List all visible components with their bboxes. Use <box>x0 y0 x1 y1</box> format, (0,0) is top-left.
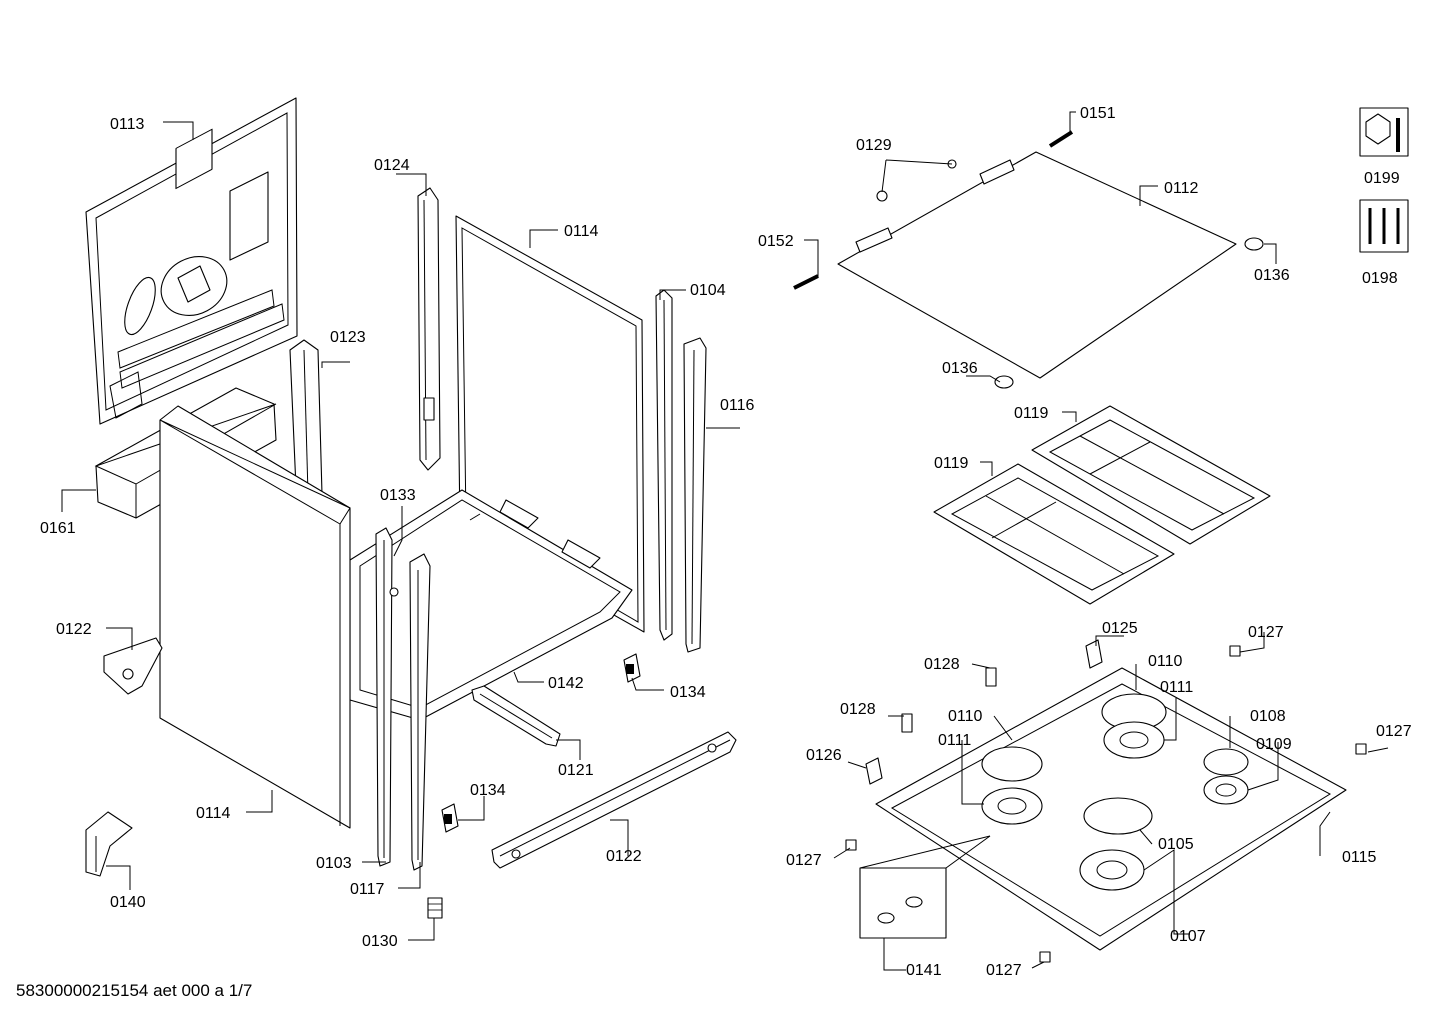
right-front-profile-part <box>683 337 707 653</box>
lid-buffer-part <box>876 159 957 202</box>
rubber-buffer-part-a <box>1244 237 1264 251</box>
callout-0119-rear: 0119 <box>1014 405 1049 422</box>
front-right-strut-part <box>655 289 673 641</box>
callout-0105: 0105 <box>1158 836 1194 853</box>
leader-lines <box>61 111 1389 971</box>
document-id: 58300000215154 aet 000 a 1/7 <box>16 981 253 1000</box>
callout-0111-rear: 0111 <box>1160 679 1193 696</box>
callout-0114-rear: 0114 <box>564 223 599 240</box>
burner-cap-front <box>1079 797 1153 891</box>
callout-labels: 0113 0124 0114 0123 0104 0116 0161 0133 … <box>40 105 1412 979</box>
pan-support-rear <box>1031 405 1271 545</box>
rubber-buffer-part-b <box>994 375 1014 389</box>
right-foot-rail-part <box>491 731 737 869</box>
callout-0110-left: 0110 <box>948 708 983 725</box>
callout-0119-front: 0119 <box>934 455 969 472</box>
callout-0107: 0107 <box>1170 928 1206 945</box>
hinge-screw-lower <box>793 274 819 290</box>
callout-0128-b: 0128 <box>840 701 876 718</box>
burner-cap-left <box>981 746 1043 825</box>
callout-0136-right: 0136 <box>1254 267 1290 284</box>
callout-0127-c: 0127 <box>786 852 822 869</box>
burner-cap-rear-large <box>1101 693 1167 759</box>
callout-0116: 0116 <box>720 397 755 414</box>
callout-0151: 0151 <box>1080 105 1116 122</box>
spring-clip-0128a <box>985 667 997 687</box>
callout-0110-rear: 0110 <box>1148 653 1183 670</box>
callout-0141: 0141 <box>906 962 942 979</box>
callout-0115: 0115 <box>1342 849 1377 866</box>
wall-bracket-part <box>85 811 133 877</box>
left-foot-bracket-part <box>103 637 163 695</box>
callout-0152: 0152 <box>758 233 794 250</box>
glass-lid-part <box>837 151 1237 379</box>
hinge-screw-upper <box>1048 130 1074 148</box>
callout-0127-d: 0127 <box>986 962 1022 979</box>
pan-support-front <box>933 463 1175 605</box>
callout-0128-a: 0128 <box>924 656 960 673</box>
callout-0123: 0123 <box>330 329 366 346</box>
wrench-nut-icon <box>1359 107 1409 157</box>
callout-0129: 0129 <box>856 137 892 154</box>
clip-part-lower <box>441 803 459 833</box>
left-side-panel-part <box>159 405 351 829</box>
callout-0104: 0104 <box>690 282 726 299</box>
callout-0109: 0109 <box>1256 736 1292 753</box>
callout-0117: 0117 <box>350 881 385 898</box>
callout-0124: 0124 <box>374 157 410 174</box>
clip-0127c <box>845 839 857 851</box>
callout-0127-b: 0127 <box>1376 723 1412 740</box>
callout-0198: 0198 <box>1362 270 1398 287</box>
spring-clip-0128b <box>901 713 913 733</box>
callout-0111-left: 0111 <box>938 732 971 749</box>
callout-0125: 0125 <box>1102 620 1138 637</box>
clip-0127a <box>1229 645 1241 657</box>
callout-0199: 0199 <box>1364 170 1400 187</box>
callout-0126: 0126 <box>806 747 842 764</box>
callout-0136-front: 0136 <box>942 360 978 377</box>
igniter-part-0126 <box>865 757 883 785</box>
clip-part-upper <box>623 653 641 683</box>
clip-0127b <box>1355 743 1367 755</box>
callout-0112: 0112 <box>1164 180 1199 197</box>
callout-0103: 0103 <box>316 855 352 872</box>
rear-strut-part <box>417 187 441 471</box>
callout-0108: 0108 <box>1250 708 1286 725</box>
detail-box-0141 <box>859 835 991 939</box>
igniter-part-0125 <box>1085 639 1103 669</box>
back-panel-part <box>85 97 298 425</box>
callout-0134-upper: 0134 <box>670 684 706 701</box>
callout-0134-lower: 0134 <box>470 782 506 799</box>
callout-0114-front: 0114 <box>196 805 231 822</box>
front-left-strut-part <box>375 527 399 867</box>
screw-set-icon <box>1359 199 1409 253</box>
callout-0122-right: 0122 <box>606 848 642 865</box>
callout-0121: 0121 <box>558 762 594 779</box>
adjustable-foot-part <box>427 897 443 919</box>
callout-0130: 0130 <box>362 933 398 950</box>
callout-0140: 0140 <box>110 894 146 911</box>
callout-0127-a: 0127 <box>1248 624 1284 641</box>
clip-0127d <box>1039 951 1051 963</box>
callout-0113: 0113 <box>110 116 145 133</box>
callout-0122-left: 0122 <box>56 621 92 638</box>
callout-0161: 0161 <box>40 520 76 537</box>
callout-0133: 0133 <box>380 487 416 504</box>
base-rail-part <box>471 685 561 747</box>
front-profile-part <box>409 553 431 871</box>
callout-0142: 0142 <box>548 675 584 692</box>
